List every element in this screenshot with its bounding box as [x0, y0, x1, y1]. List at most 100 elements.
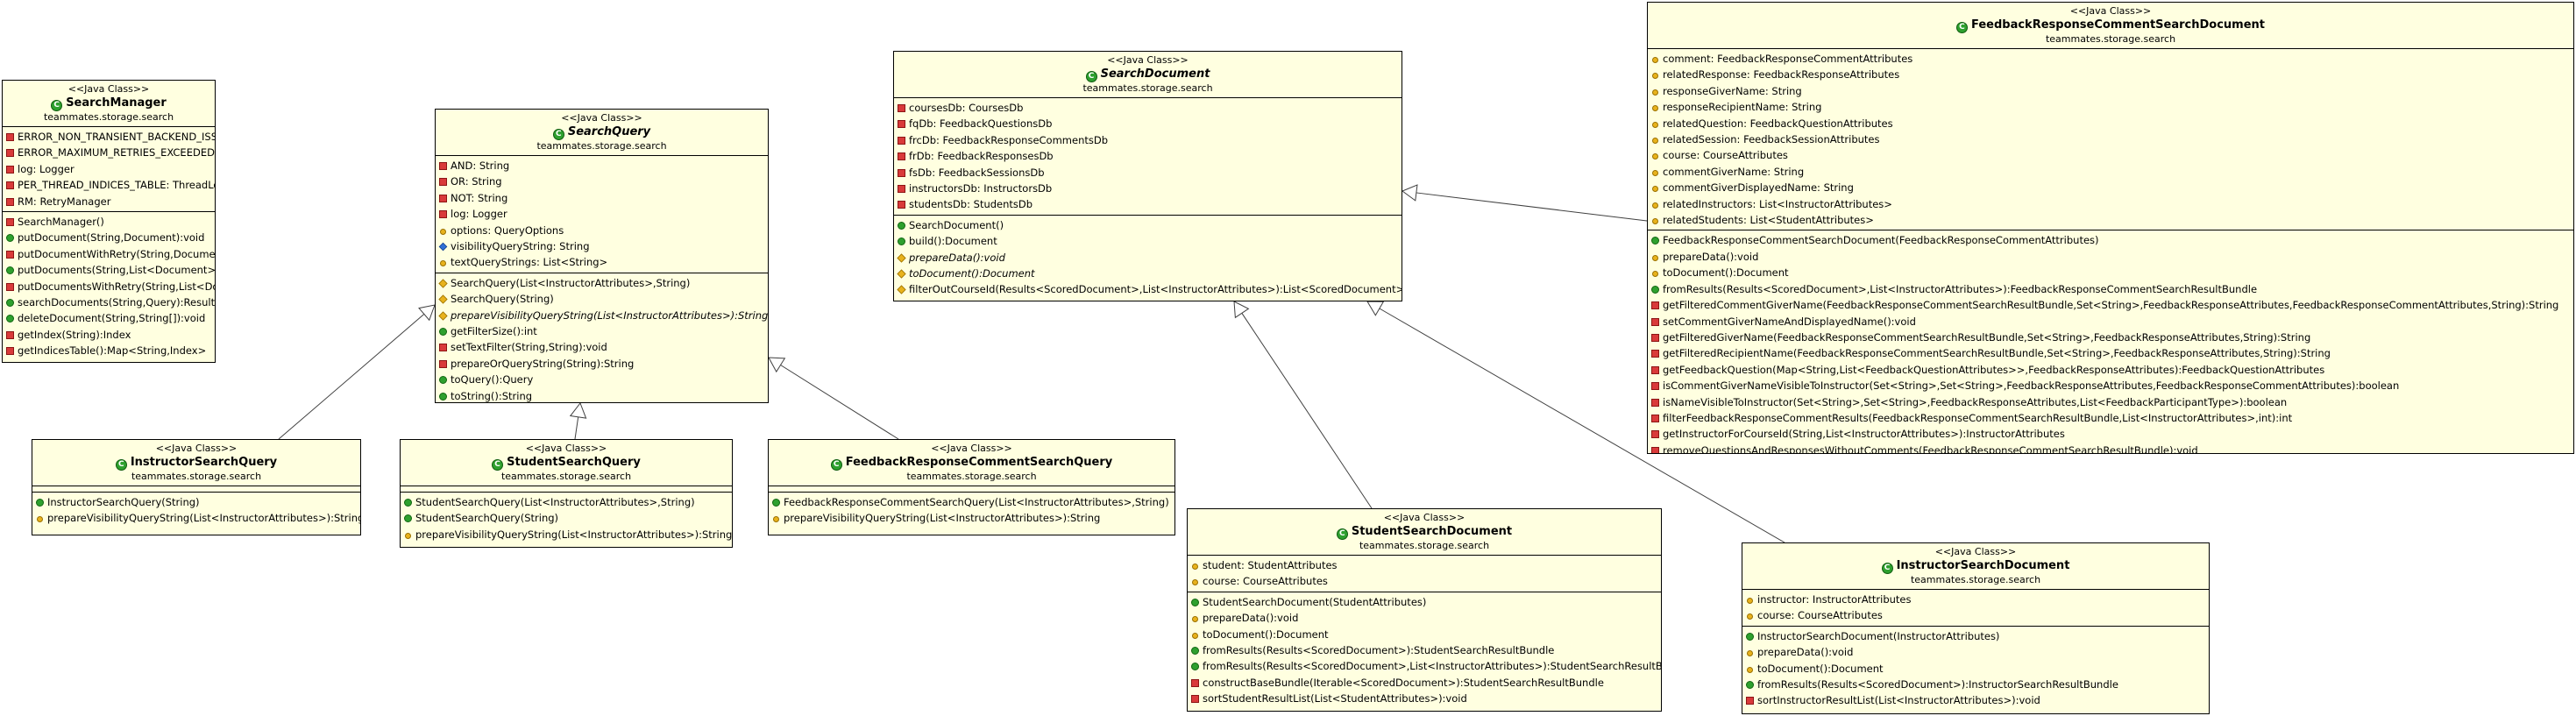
- field-row[interactable]: coursesDb: CoursesDb: [898, 100, 1398, 116]
- field-row[interactable]: options: QueryOptions: [439, 223, 764, 238]
- method-row[interactable]: getIndex(String):Index: [6, 327, 211, 343]
- method-row[interactable]: getInstructorForCourseId(String,List<Ins…: [1651, 426, 2570, 442]
- method-row[interactable]: getFeedbackQuestion(Map<String,List<Feed…: [1651, 362, 2570, 378]
- method-row[interactable]: FeedbackResponseCommentSearchQuery(List<…: [772, 494, 1171, 510]
- field-row[interactable]: relatedResponse: FeedbackResponseAttribu…: [1651, 67, 2570, 82]
- method-row[interactable]: SearchDocument(): [898, 217, 1398, 233]
- field-row[interactable]: responseRecipientName: String: [1651, 99, 2570, 115]
- method-row[interactable]: toDocument():Document: [897, 266, 1398, 281]
- field-row[interactable]: AND: String: [439, 158, 764, 174]
- field-row[interactable]: ERROR_NON_TRANSIENT_BACKEND_ISSUE: Strin…: [6, 129, 215, 145]
- method-row[interactable]: searchDocuments(String,Query):Results<Sc…: [6, 294, 215, 310]
- method-row[interactable]: build():Document: [898, 233, 1398, 249]
- method-row[interactable]: isCommentGiverNameVisibleToInstructor(Se…: [1651, 378, 2570, 393]
- method-row[interactable]: prepareVisibilityQueryString(List<Instru…: [404, 527, 732, 542]
- method-row[interactable]: fromResults(Results<ScoredDocument>,List…: [1651, 281, 2570, 297]
- method-row[interactable]: getFilteredCommentGiverName(FeedbackResp…: [1651, 297, 2570, 313]
- method-row[interactable]: InstructorSearchDocument(InstructorAttri…: [1746, 628, 2205, 644]
- field-row[interactable]: fsDb: FeedbackSessionsDb: [898, 165, 1398, 181]
- field-row[interactable]: frDb: FeedbackResponsesDb: [898, 148, 1398, 164]
- field-row[interactable]: instructorsDb: InstructorsDb: [898, 181, 1398, 196]
- method-row[interactable]: filterOutCourseId(Results<ScoredDocument…: [897, 281, 1402, 297]
- field-row[interactable]: NOT: String: [439, 190, 764, 206]
- method-row[interactable]: setCommentGiverNameAndDisplayedName():vo…: [1651, 314, 2570, 330]
- method-row[interactable]: getFilterSize():int: [439, 323, 764, 339]
- field-row[interactable]: textQueryStrings: List<String>: [439, 254, 764, 270]
- method-row[interactable]: fromResults(Results<ScoredDocument>):Ins…: [1746, 677, 2205, 692]
- field-row[interactable]: studentsDb: StudentsDb: [898, 196, 1398, 212]
- field-row[interactable]: course: CourseAttributes: [1651, 147, 2570, 163]
- field-row[interactable]: comment: FeedbackResponseCommentAttribut…: [1651, 51, 2570, 67]
- method-row[interactable]: FeedbackResponseCommentSearchDocument(Fe…: [1651, 232, 2570, 248]
- method-row[interactable]: sortInstructorResultList(List<Instructor…: [1746, 692, 2205, 708]
- field-row[interactable]: visibilityQueryString: String: [438, 238, 764, 254]
- method-row[interactable]: getIndicesTable():Map<String,Index>: [6, 343, 211, 358]
- method-row[interactable]: StudentSearchDocument(StudentAttributes): [1191, 594, 1657, 610]
- field-row[interactable]: OR: String: [439, 174, 764, 189]
- method-row[interactable]: deleteDocument(String,String[]):void: [6, 310, 211, 326]
- method-row[interactable]: prepareVisibilityQueryString(List<Instru…: [772, 510, 1171, 526]
- method-row[interactable]: StudentSearchQuery(String): [404, 510, 728, 526]
- method-row[interactable]: removeQuestionsAndResponsesWithoutCommen…: [1651, 443, 2570, 453]
- method-row[interactable]: sortStudentResultList(List<StudentAttrib…: [1191, 691, 1657, 706]
- method-row[interactable]: prepareVisibilityQueryString(List<Instru…: [438, 308, 768, 323]
- method-row[interactable]: putDocumentWithRetry(String,Document):vo…: [6, 246, 215, 262]
- method-row[interactable]: toString():String: [439, 388, 764, 402]
- method-row[interactable]: toDocument():Document: [1191, 627, 1657, 642]
- method-row[interactable]: SearchQuery(List<InstructorAttributes>,S…: [438, 275, 764, 291]
- field-row[interactable]: commentGiverDisplayedName: String: [1651, 180, 2570, 195]
- method-row[interactable]: setTextFilter(String,String):void: [439, 339, 764, 355]
- method-row[interactable]: filterFeedbackResponseCommentResults(Fee…: [1651, 410, 2570, 426]
- method-row[interactable]: prepareData():void: [1191, 610, 1657, 626]
- field-row[interactable]: course: CourseAttributes: [1746, 607, 2205, 623]
- method-row[interactable]: InstructorSearchQuery(String): [36, 494, 357, 510]
- method-row[interactable]: prepareData():void: [1651, 249, 2570, 265]
- method-row[interactable]: toDocument():Document: [1746, 661, 2205, 677]
- method-row[interactable]: prepareData():void: [1746, 644, 2205, 660]
- class-stereotype: <<Java Class>>: [1383, 512, 1465, 523]
- field-row[interactable]: relatedStudents: List<StudentAttributes>: [1651, 212, 2570, 228]
- method-row[interactable]: putDocument(String,Document):void: [6, 230, 211, 245]
- method-row[interactable]: toQuery():Query: [439, 372, 764, 387]
- field-row[interactable]: fqDb: FeedbackQuestionsDb: [898, 116, 1398, 131]
- method-row[interactable]: getFilteredGiverName(FeedbackResponseCom…: [1651, 330, 2570, 345]
- method-row[interactable]: prepareData():void: [897, 250, 1398, 266]
- method-row[interactable]: fromResults(Results<ScoredDocument>,List…: [1191, 658, 1661, 674]
- method-row[interactable]: putDocumentsWithRetry(String,List<Docume…: [6, 279, 215, 294]
- field-row[interactable]: commentGiverName: String: [1651, 164, 2570, 180]
- field-row[interactable]: RM: RetryManager: [6, 194, 211, 209]
- field-row[interactable]: ERROR_MAXIMUM_RETRIES_EXCEEDED: String: [6, 145, 215, 160]
- field-row[interactable]: log: Logger: [439, 206, 764, 222]
- method-row[interactable]: constructBaseBundle(Iterable<ScoredDocum…: [1191, 675, 1657, 691]
- field-row[interactable]: responseGiverName: String: [1651, 83, 2570, 99]
- method-row[interactable]: toDocument():Document: [1651, 265, 2570, 280]
- field-row[interactable]: log: Logger: [6, 161, 211, 177]
- field-row[interactable]: instructor: InstructorAttributes: [1746, 592, 2205, 607]
- field-row[interactable]: relatedInstructors: List<InstructorAttri…: [1651, 196, 2570, 212]
- method-row[interactable]: SearchManager(): [6, 214, 211, 230]
- method-row[interactable]: prepareVisibilityQueryString(List<Instru…: [36, 510, 360, 526]
- field-row[interactable]: frcDb: FeedbackResponseCommentsDb: [898, 132, 1398, 148]
- field-row[interactable]: course: CourseAttributes: [1191, 573, 1657, 589]
- method-row[interactable]: isNameVisibleToInstructor(Set<String>,Se…: [1651, 394, 2570, 410]
- method-row[interactable]: SearchQuery(String): [438, 291, 764, 307]
- method-row[interactable]: prepareOrQueryString(String):String: [439, 356, 764, 372]
- method-row[interactable]: putDocuments(String,List<Document>):void: [6, 262, 215, 278]
- field-row[interactable]: student: StudentAttributes: [1191, 557, 1657, 573]
- method-row[interactable]: fromResults(Results<ScoredDocument>):Stu…: [1191, 642, 1657, 658]
- field-row[interactable]: PER_THREAD_INDICES_TABLE: ThreadLocal<Ma…: [6, 177, 215, 193]
- field-row[interactable]: relatedSession: FeedbackSessionAttribute…: [1651, 131, 2570, 147]
- method-row[interactable]: getFilteredRecipientName(FeedbackRespons…: [1651, 345, 2570, 361]
- field-row[interactable]: relatedQuestion: FeedbackQuestionAttribu…: [1651, 116, 2570, 131]
- method-row[interactable]: StudentSearchQuery(List<InstructorAttrib…: [404, 494, 728, 510]
